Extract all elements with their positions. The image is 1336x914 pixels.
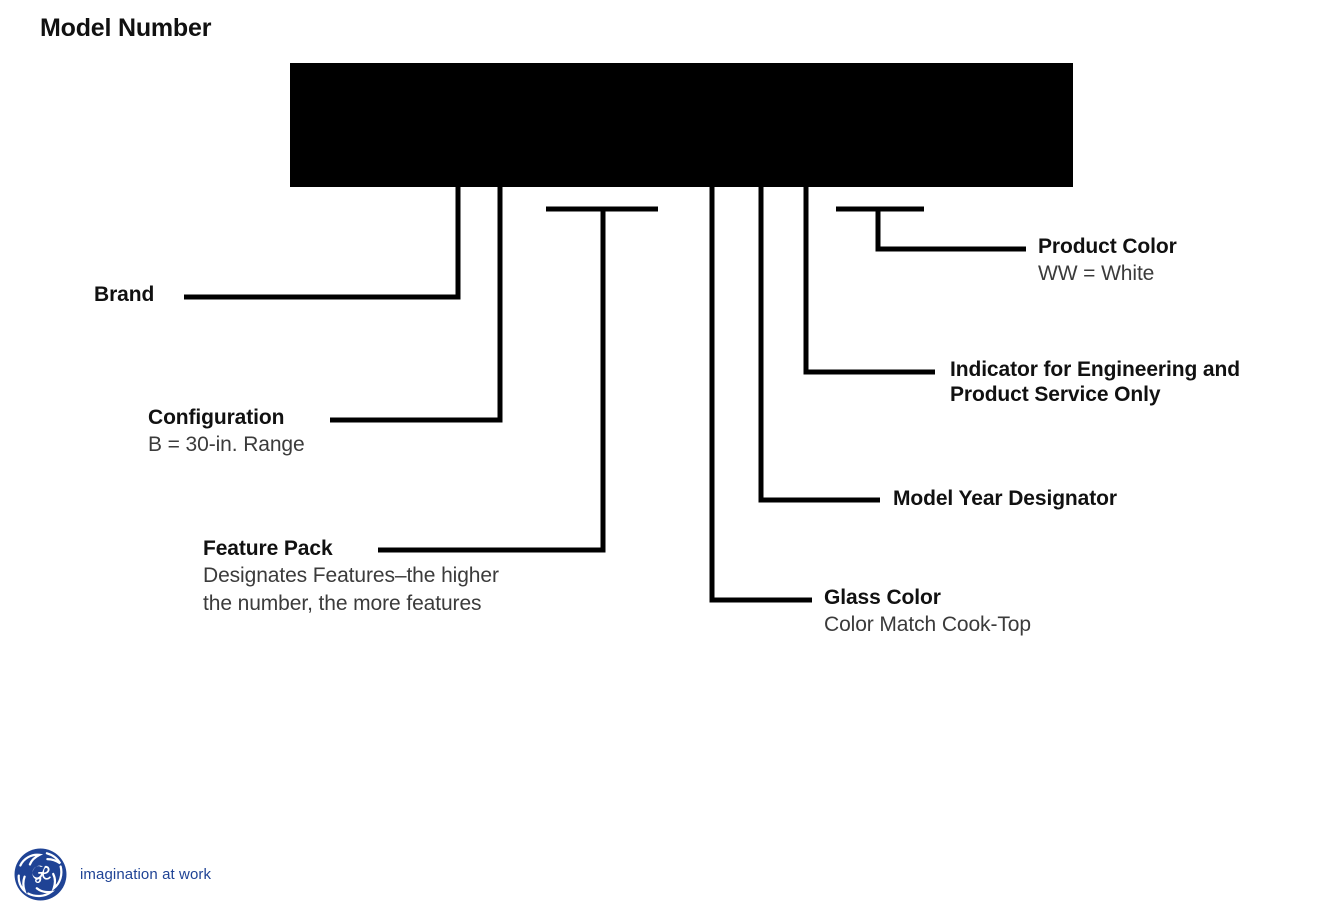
callout-feature-pack-sub-line2: the number, the more features [203,591,482,615]
ge-monogram-icon [14,848,67,901]
callout-indicator-title-line2: Product Service Only [950,382,1161,406]
callout-model-year-designator: Model Year Designator [893,487,1117,512]
callout-brand-title: Brand [94,283,155,306]
callout-glass-color-sub: Color Match Cook-Top [824,612,1031,636]
leader-line-brand [184,187,461,300]
callout-feature-pack-title: Feature Pack [203,537,333,560]
leader-line-feature-pack [378,209,606,553]
callout-glass-color: Glass Color Color Match Cook-Top [824,586,1031,639]
callout-brand: Brand [94,283,154,308]
callout-product-color: Product Color WW = White [1038,235,1177,288]
callout-product-color-title: Product Color [1038,235,1177,258]
callout-product-color-sub: WW = White [1038,261,1155,285]
callout-configuration-sub: B = 30-in. Range [148,432,305,456]
leader-line-glass-color [709,187,812,603]
ge-logo: imagination at work [14,848,211,901]
ge-tagline: imagination at work [80,866,212,883]
leader-line-model-year [758,187,880,503]
leader-line-product-color [875,209,1026,252]
redacted-model-number [290,63,1073,187]
leader-line-configuration [330,187,503,423]
callout-glass-color-title: Glass Color [824,586,941,609]
callout-model-year-title: Model Year Designator [893,487,1117,510]
leader-line-indicator [803,187,935,375]
callout-configuration: Configuration B = 30-in. Range [148,406,305,459]
callout-feature-pack-sub-line1: Designates Features–the higher [203,563,499,587]
page-title: Model Number [40,14,212,42]
callout-indicator-engineering-service: Indicator for Engineering and Product Se… [950,358,1330,407]
callout-configuration-title: Configuration [148,406,285,429]
callout-feature-pack: Feature Pack Designates Features–the hig… [203,537,499,618]
callout-indicator-title-line1: Indicator for Engineering and [950,358,1240,381]
